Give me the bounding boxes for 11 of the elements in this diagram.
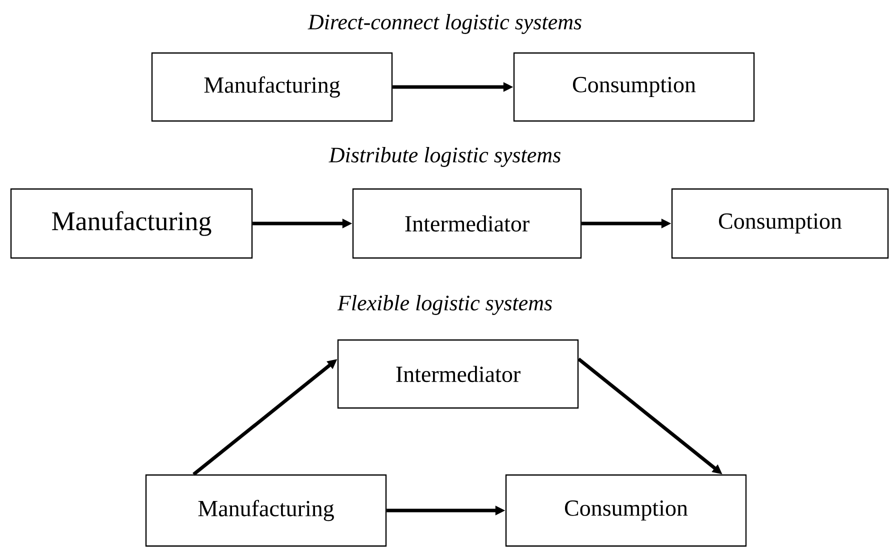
process-box: Intermediator — [337, 339, 579, 409]
process-box: Manufacturing — [10, 188, 253, 259]
process-box: Manufacturing — [145, 474, 387, 547]
section-heading: Distribute logistic systems — [328, 147, 560, 167]
section-heading: Flexible logistic systems — [337, 295, 552, 315]
process-box: Manufacturing — [151, 52, 393, 122]
process-box: Consumption — [513, 52, 755, 122]
process-box: Intermediator — [352, 188, 582, 259]
process-box: Consumption — [505, 474, 747, 547]
section-heading: Direct-connect logistic systems — [308, 14, 582, 34]
process-box: Consumption — [671, 188, 889, 259]
